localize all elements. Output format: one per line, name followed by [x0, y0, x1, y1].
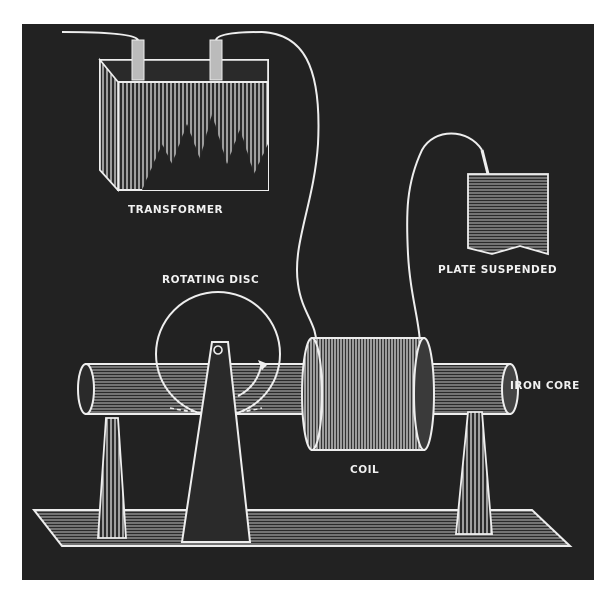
- wire-coil-plate: [406, 132, 483, 345]
- label-rotating-disc: ROTATING DISC: [162, 274, 260, 286]
- right-support: [455, 411, 493, 535]
- label-iron-core: IRON CORE: [510, 380, 580, 392]
- iron-core: [77, 363, 519, 415]
- label-plate-suspended: PLATE SUSPENDED: [438, 264, 558, 276]
- label-transformer: TRANSFORMER: [128, 204, 224, 216]
- suspended-plate: [467, 149, 549, 256]
- rotating-disc: [155, 291, 281, 543]
- wire-transformer-coil: [261, 31, 320, 347]
- label-coil: COIL: [350, 464, 380, 476]
- coil: [301, 337, 435, 451]
- apparatus-illustration: [31, 31, 573, 547]
- left-support: [97, 417, 127, 539]
- diagram-frame: TRANSFORMER ROTATING DISC PLATE SUSPENDE…: [22, 24, 594, 580]
- base-board: [31, 509, 573, 547]
- transformer: [61, 31, 269, 193]
